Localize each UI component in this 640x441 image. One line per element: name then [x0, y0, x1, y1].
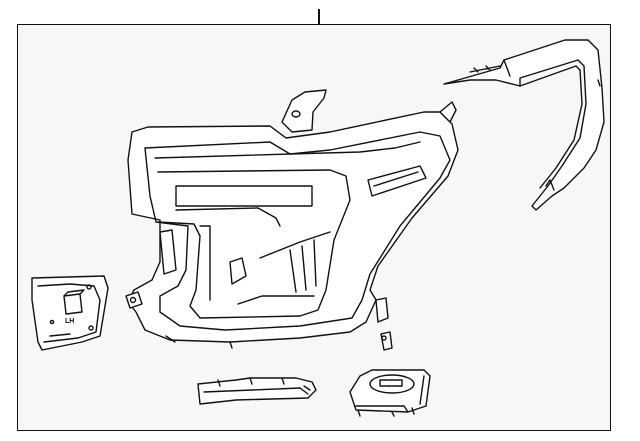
- lower-trim-strip[interactable]: [197, 377, 317, 405]
- small-clip[interactable]: [380, 331, 393, 351]
- control-module[interactable]: [349, 369, 431, 417]
- lower-side-bracket[interactable]: LH: [31, 275, 109, 351]
- upper-trim-bracket[interactable]: [443, 39, 605, 211]
- lh-label: LH: [65, 318, 74, 325]
- headlamp-housing[interactable]: [125, 89, 459, 349]
- callout-leader-line: [318, 9, 320, 24]
